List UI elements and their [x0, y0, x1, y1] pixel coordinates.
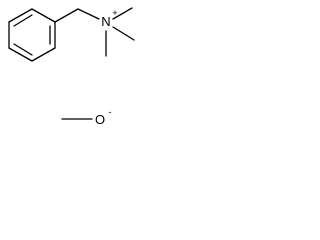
- nitrogen-methyl-bond-2: [112, 26, 135, 41]
- methoxide-anion: O -: [61, 107, 112, 127]
- nitrogen-methyl-bond-1: [112, 7, 133, 20]
- ring-to-methylene-bond: [54, 8, 79, 23]
- benzyltrimethylammonium-cation: N +: [8, 7, 135, 62]
- methylene-to-nitrogen-bond: [77, 8, 100, 20]
- ring-double-bond-1: [13, 14, 33, 27]
- oxygen-symbol: O: [95, 112, 105, 127]
- nitrogen-atom: N +: [101, 8, 117, 29]
- ring-bond-3: [31, 47, 56, 62]
- ring-bond-6: [8, 8, 33, 23]
- oxygen-charge: -: [109, 107, 112, 117]
- ring-bond-1: [31, 8, 56, 23]
- ring-bond-4: [8, 47, 33, 62]
- chemical-structure-diagram: N + O -: [8, 7, 135, 127]
- nitrogen-charge: +: [112, 8, 117, 18]
- nitrogen-symbol: N: [101, 14, 110, 29]
- oxygen-atom: O -: [95, 107, 112, 127]
- benzene-ring: [8, 8, 56, 62]
- ring-double-bond-3: [13, 43, 33, 56]
